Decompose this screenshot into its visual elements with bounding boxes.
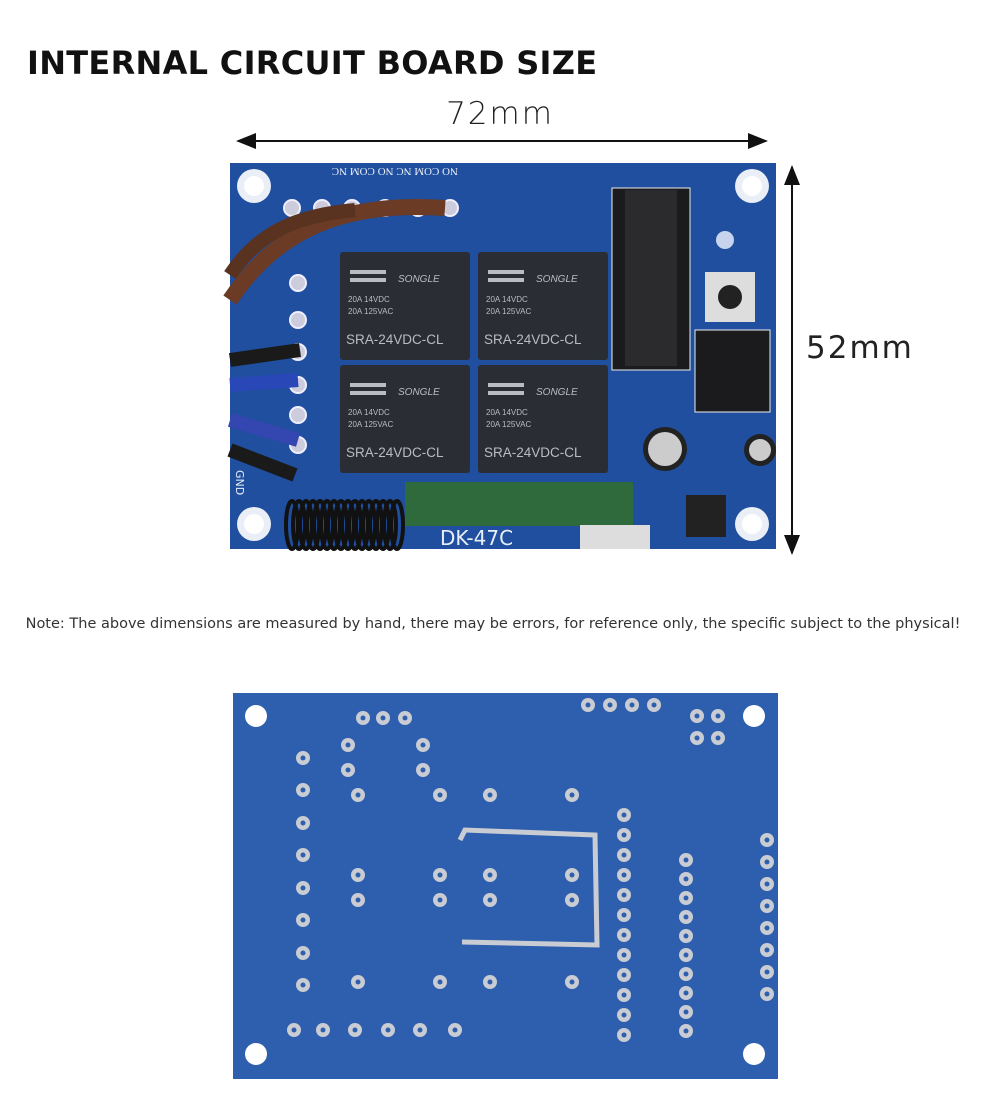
svg-text:20A 125VAC: 20A 125VAC: [348, 307, 393, 316]
mounting-hole: [743, 1043, 765, 1065]
relay: SONGLE 20A 14VDC 20A 125VAC SRA-24VDC-CL: [340, 365, 470, 473]
measurement-note: Note: The above dimensions are measured …: [25, 616, 961, 632]
svg-text:SRA-24VDC-CL: SRA-24VDC-CL: [484, 445, 582, 460]
svg-text:20A 14VDC: 20A 14VDC: [348, 295, 390, 304]
terminal-pad: [289, 274, 307, 292]
mounting-hole: [743, 705, 765, 727]
mounting-hole: [245, 705, 267, 727]
relay: SONGLE 20A 14VDC 20A 125VAC SRA-24VDC-CL: [478, 365, 608, 473]
board-back: [233, 693, 778, 1079]
terminal-labels: NO COM NC NO COM NC: [332, 165, 458, 177]
svg-text:20A 125VAC: 20A 125VAC: [348, 420, 393, 429]
height-dimension-label: 52mm: [806, 330, 914, 366]
page-title: INTERNAL CIRCUIT BOARD SIZE: [27, 44, 598, 82]
svg-text:SRA-24VDC-CL: SRA-24VDC-CL: [346, 332, 444, 347]
svg-text:SONGLE: SONGLE: [536, 387, 578, 398]
jumper: [686, 495, 726, 537]
svg-text:SRA-24VDC-CL: SRA-24VDC-CL: [346, 445, 444, 460]
module-label: DK-47C: [440, 526, 513, 550]
width-dimension-label: 72mm: [446, 96, 554, 132]
terminal-pad: [289, 311, 307, 329]
svg-text:SONGLE: SONGLE: [398, 387, 440, 398]
jumper-wire: [457, 827, 600, 948]
gnd-label: GND: [233, 470, 246, 495]
board-front: NO COM NC NO COM NC SONGLE 20A 14VDC 20A 1…: [223, 163, 776, 551]
relay: SONGLE 20A 14VDC 20A 125VAC SRA-24VDC-CL: [478, 252, 608, 360]
mounting-hole: [245, 1043, 267, 1065]
svg-text:20A 14VDC: 20A 14VDC: [486, 295, 528, 304]
svg-text:SRA-24VDC-CL: SRA-24VDC-CL: [484, 332, 582, 347]
relay: SONGLE 20A 14VDC 20A 125VAC SRA-24VDC-CL: [340, 252, 470, 360]
svg-text:20A 14VDC: 20A 14VDC: [348, 408, 390, 417]
ic-socket-small: [694, 329, 771, 413]
svg-text:SONGLE: SONGLE: [398, 274, 440, 285]
svg-text:20A 125VAC: 20A 125VAC: [486, 307, 531, 316]
terminal-pad: [289, 406, 307, 424]
rf-module: [405, 482, 633, 526]
svg-text:20A 125VAC: 20A 125VAC: [486, 420, 531, 429]
led: [716, 231, 734, 249]
svg-text:SONGLE: SONGLE: [536, 274, 578, 285]
svg-text:20A 14VDC: 20A 14VDC: [486, 408, 528, 417]
terminal-pad: [283, 199, 301, 217]
